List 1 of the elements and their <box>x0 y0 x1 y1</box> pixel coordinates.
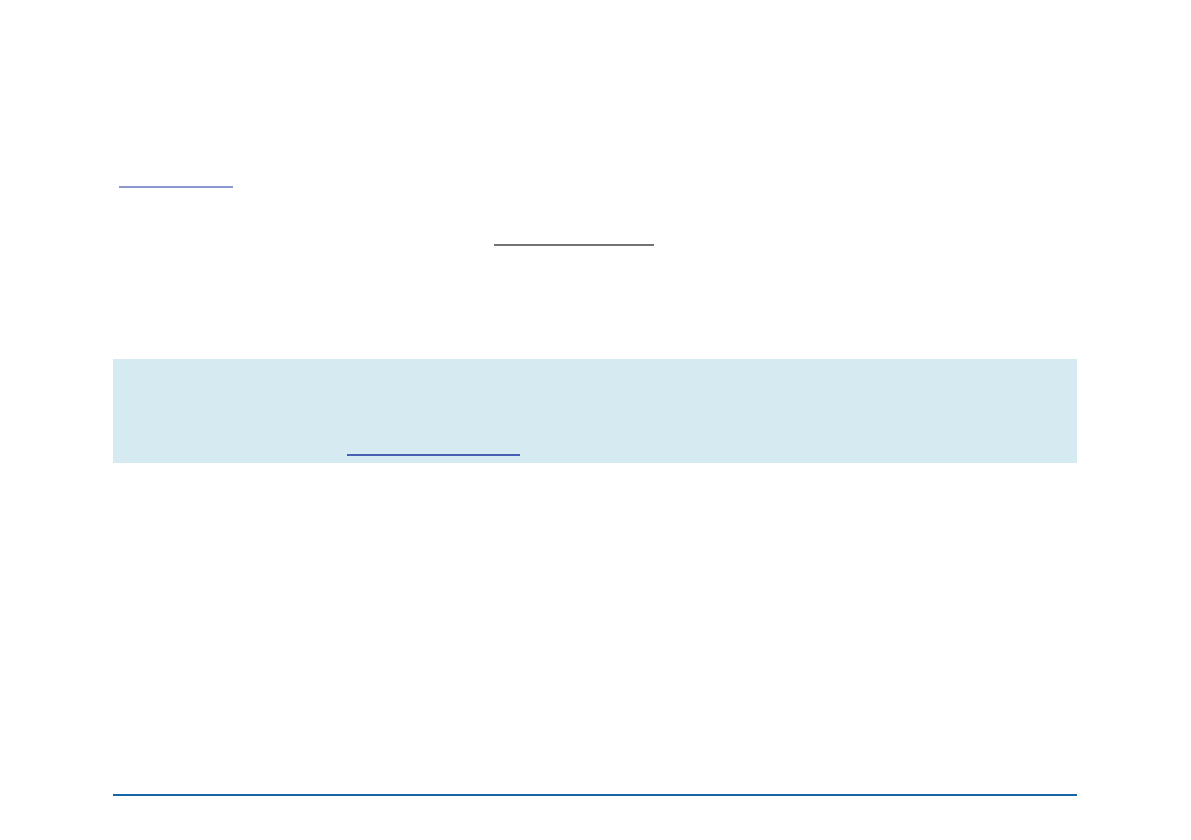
shaded-band <box>113 359 1077 463</box>
